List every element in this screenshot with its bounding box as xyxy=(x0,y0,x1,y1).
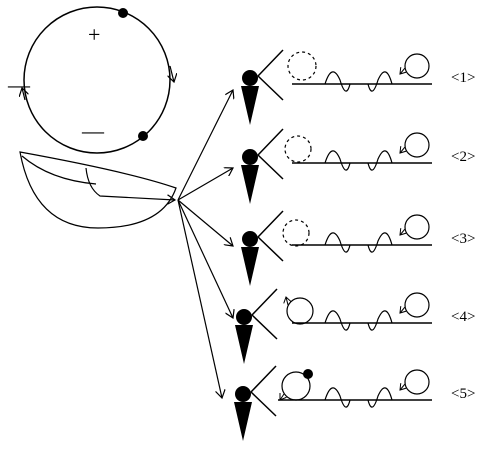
cycle-minus-sign: — xyxy=(81,118,105,143)
row-wave xyxy=(324,71,351,92)
row-stick xyxy=(257,128,284,156)
fan-arrow-4 xyxy=(177,199,233,318)
row-cone xyxy=(241,165,259,204)
row-left-dot xyxy=(303,369,313,379)
row-cone xyxy=(234,402,252,441)
row-wave xyxy=(367,387,393,408)
row-ball xyxy=(242,231,258,247)
row-left-loop xyxy=(287,51,317,81)
row-cone xyxy=(235,325,253,364)
row-wave xyxy=(324,150,351,171)
row-1: <1> xyxy=(241,49,475,125)
cycle-dot-top xyxy=(118,8,128,18)
cycle-plus-sign: + xyxy=(88,22,100,47)
row-label: <4> xyxy=(451,309,475,325)
bowl-arrow xyxy=(85,167,175,200)
row-right-loop-arrow xyxy=(400,307,405,313)
row-wave xyxy=(367,150,393,171)
bowl-group xyxy=(19,151,177,229)
cycle-group: + — — xyxy=(7,6,174,154)
row-left-loop-arrow xyxy=(280,394,284,400)
row-label: <3> xyxy=(451,231,475,247)
row-right-loop xyxy=(404,292,430,318)
row-label: <1> xyxy=(451,70,475,86)
row-stick xyxy=(257,236,284,262)
row-wave xyxy=(367,232,393,253)
cycle-arrow-left xyxy=(22,88,25,101)
row-stick xyxy=(257,154,284,180)
row-stick xyxy=(257,49,284,77)
row-right-loop-arrow xyxy=(400,384,405,390)
cycle-left-bar: — xyxy=(7,72,31,97)
row-3: <3> xyxy=(241,210,475,286)
fan-arrow-1 xyxy=(177,90,233,201)
row-left-loop-arrow xyxy=(286,297,288,306)
row-wave xyxy=(367,71,393,92)
row-label: <2> xyxy=(451,149,475,165)
row-wave xyxy=(324,310,351,331)
row-right-loop-arrow xyxy=(400,68,405,74)
row-wave xyxy=(324,387,351,408)
row-left-loop xyxy=(281,371,311,401)
row-left-loop xyxy=(282,219,310,247)
fan-arrows xyxy=(177,90,233,398)
row-stick xyxy=(257,210,284,238)
row-wave xyxy=(367,310,393,331)
row-stick xyxy=(250,391,277,417)
row-stick xyxy=(251,314,278,340)
row-ball xyxy=(242,70,258,86)
row-right-loop-arrow xyxy=(400,147,405,153)
row-right-loop xyxy=(404,214,430,240)
row-5: <5> xyxy=(234,365,475,441)
row-2: <2> xyxy=(241,128,475,204)
bowl-shape xyxy=(19,151,177,229)
fan-arrow-3 xyxy=(177,199,233,246)
row-cone xyxy=(241,86,259,125)
bowl-inner-curve xyxy=(21,155,97,185)
cycle-dot-bottom xyxy=(138,131,148,141)
row-ball xyxy=(235,386,251,402)
row-label: <5> xyxy=(451,386,475,402)
fan-arrow-2 xyxy=(177,168,233,201)
cycle-arrow-right xyxy=(170,65,174,82)
row-ball xyxy=(242,149,258,165)
row-stick xyxy=(251,288,278,316)
fan-arrow-5 xyxy=(177,199,222,398)
row-left-loop xyxy=(286,297,314,325)
row-right-loop-arrow xyxy=(400,229,405,235)
row-left-loop xyxy=(284,135,312,163)
row-cone xyxy=(241,247,259,286)
row-ball xyxy=(236,309,252,325)
row-right-loop xyxy=(404,132,430,158)
row-stick xyxy=(257,75,284,101)
row-4: <4> xyxy=(235,288,475,364)
row-wave xyxy=(324,232,351,253)
row-right-loop xyxy=(404,53,430,79)
row-right-loop xyxy=(404,369,430,395)
row-stick xyxy=(250,365,277,393)
